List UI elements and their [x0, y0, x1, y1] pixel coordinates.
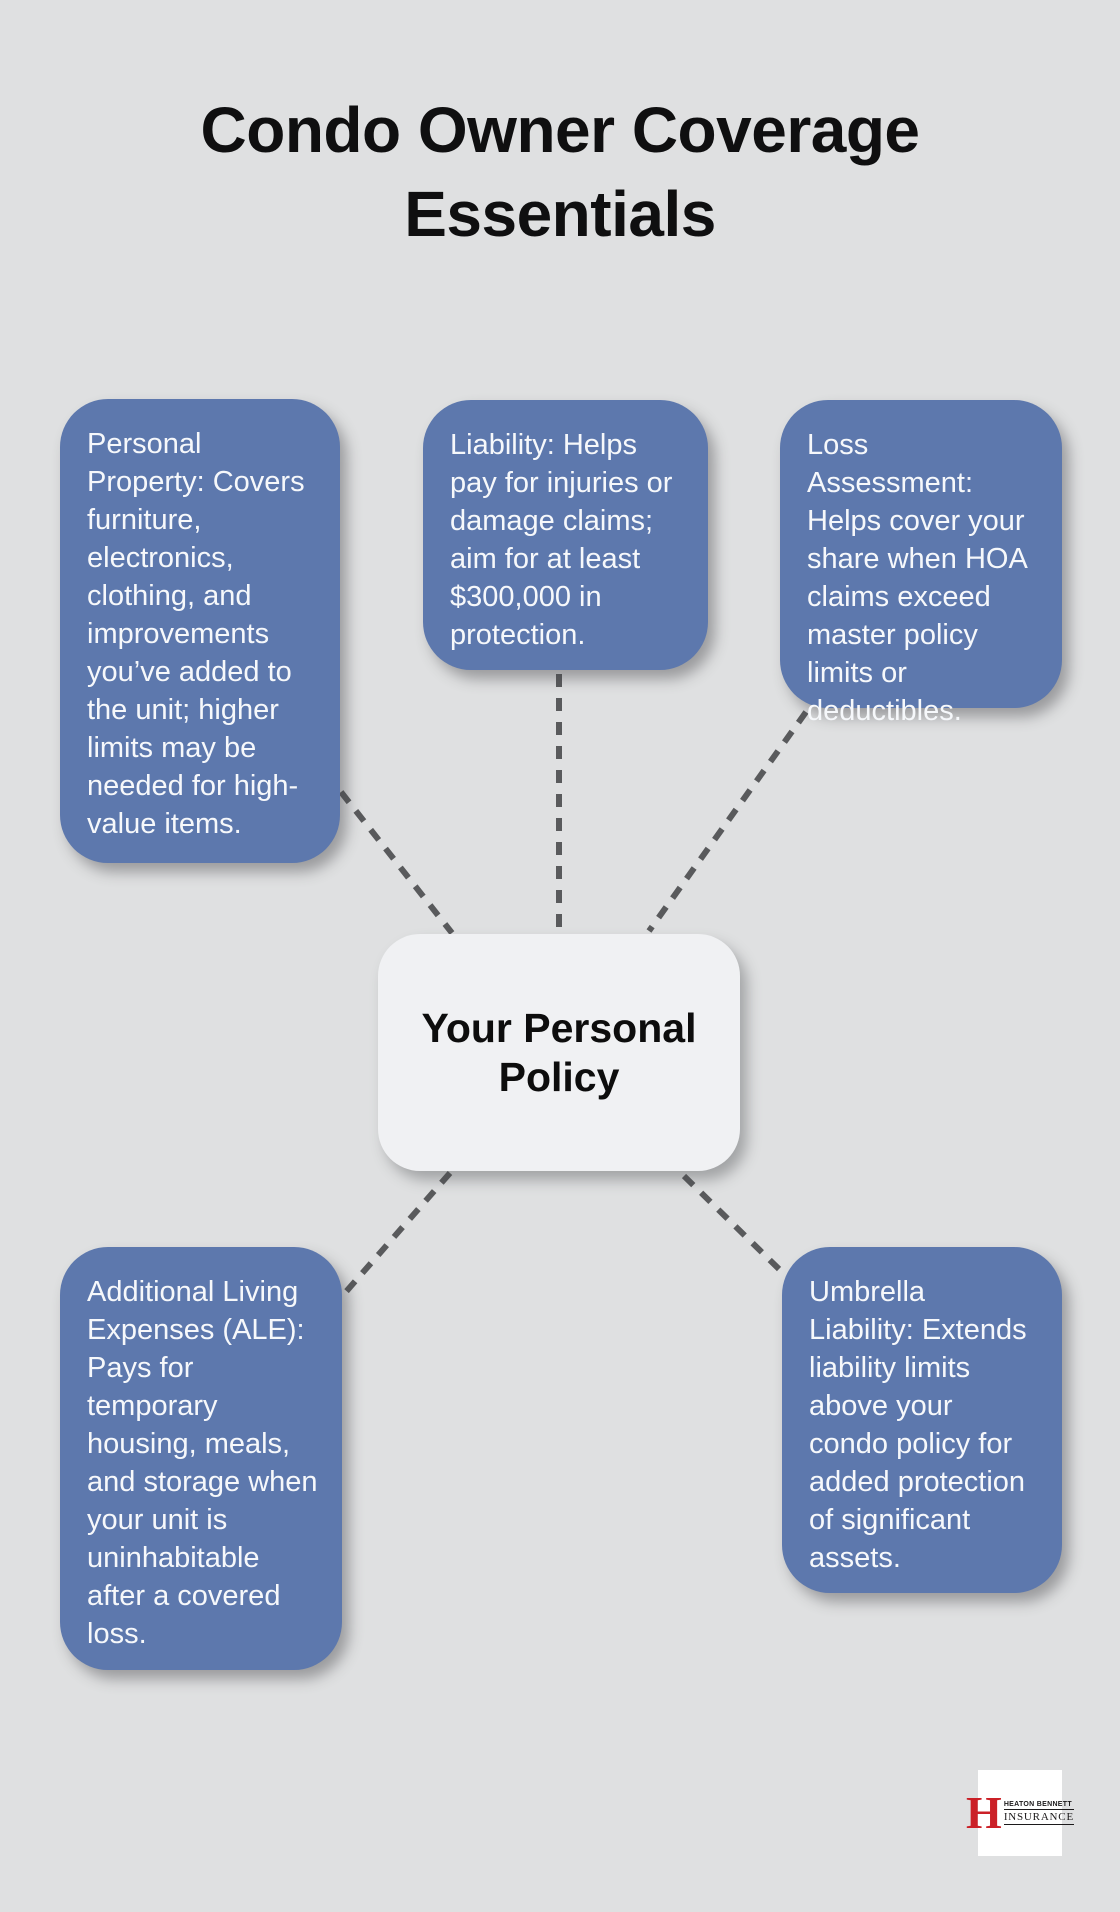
- connector-ale: [341, 1171, 453, 1296]
- node-umbrella-liability-text: Umbrella Liability: Extends liability li…: [809, 1276, 1027, 1574]
- center-node-your-personal-policy: Your Personal Policy: [378, 934, 740, 1171]
- connector-loss-assessment: [646, 710, 809, 933]
- node-personal-property-text: Personal Property: Covers furniture, ele…: [87, 428, 305, 840]
- node-umbrella-liability: Umbrella Liability: Extends liability li…: [782, 1247, 1062, 1593]
- logo-lockup: H HEATON BENNETT INSURANCE: [966, 1787, 1074, 1839]
- node-liability-text: Liability: Helps pay for injuries or dam…: [450, 429, 673, 651]
- node-additional-living-expenses-text: Additional Living Expenses (ALE): Pays f…: [87, 1276, 318, 1650]
- heaton-bennett-logo: H HEATON BENNETT INSURANCE: [966, 1770, 1074, 1856]
- connector-umbrella: [681, 1173, 784, 1274]
- page-title: Condo Owner Coverage Essentials: [0, 88, 1120, 257]
- page-title-line1: Condo Owner Coverage: [200, 94, 921, 166]
- node-additional-living-expenses: Additional Living Expenses (ALE): Pays f…: [60, 1247, 342, 1670]
- center-node-label: Your Personal Policy: [421, 1005, 697, 1100]
- node-personal-property: Personal Property: Covers furniture, ele…: [60, 399, 340, 863]
- connector-personal-property: [338, 790, 455, 935]
- node-loss-assessment: Loss Assessment: Helps cover your share …: [780, 400, 1062, 727]
- page-title-line2: Essentials: [404, 178, 716, 251]
- logo-monogram: H: [966, 1787, 1002, 1839]
- logo-company-name: HEATON BENNETT: [1003, 1801, 1074, 1811]
- logo-text-block: HEATON BENNETT INSURANCE: [1003, 1801, 1074, 1826]
- node-loss-assessment-text: Loss Assessment: Helps cover your share …: [807, 429, 1027, 727]
- node-liability: Liability: Helps pay for injuries or dam…: [423, 400, 708, 670]
- logo-company-subname: INSURANCE: [1003, 1811, 1074, 1826]
